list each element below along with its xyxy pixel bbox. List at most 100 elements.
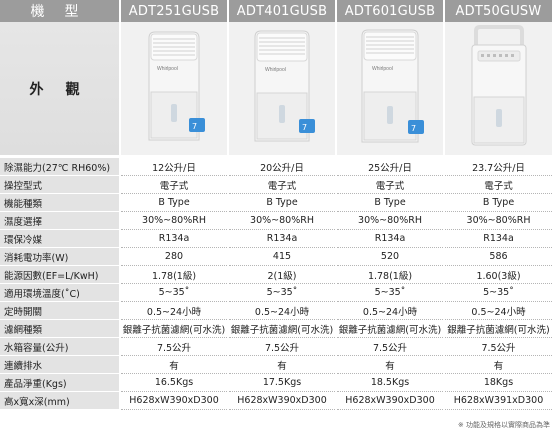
svg-text:Whirlpool: Whirlpool bbox=[372, 66, 393, 72]
svg-text:Whirlpool: Whirlpool bbox=[157, 66, 178, 72]
spec-value: 7.5公升 bbox=[443, 337, 552, 356]
spec-value: 電子式 bbox=[443, 175, 552, 194]
dehumidifier-image bbox=[471, 24, 526, 145]
spec-value: 25公升/日 bbox=[335, 156, 444, 176]
spec-value: 7.5公升 bbox=[119, 337, 228, 356]
spec-value: H628xW390xD300 bbox=[335, 391, 444, 410]
spec-label: 消耗電功率(W) bbox=[0, 247, 120, 266]
spec-label: 適用環境溫度(˚C) bbox=[0, 283, 120, 302]
spec-label: 機能種類 bbox=[0, 193, 120, 212]
spec-label: 能源因數(EF=L/KwH) bbox=[0, 265, 120, 284]
spec-value: 有 bbox=[335, 355, 444, 374]
spec-label: 連續排水 bbox=[0, 355, 120, 374]
svg-text:Whirlpool: Whirlpool bbox=[265, 67, 286, 73]
dehumidifier-image: Whirlpool 7 bbox=[148, 31, 205, 140]
spec-value: H628xW390xD300 bbox=[227, 391, 336, 410]
spec-value: H628xW390xD300 bbox=[119, 391, 228, 410]
spec-value: R134a bbox=[227, 229, 336, 248]
spec-value: B Type bbox=[227, 193, 336, 212]
appearance-row: 外觀 Whirlpool bbox=[0, 22, 552, 158]
spec-value: 5~35˚ bbox=[227, 283, 336, 302]
spec-value: B Type bbox=[335, 193, 444, 212]
spec-label: 環保冷媒 bbox=[0, 229, 120, 248]
spec-value: 0.5~24小時 bbox=[335, 301, 444, 320]
spec-value: 12公升/日 bbox=[119, 156, 228, 176]
model-name: ADT251GUSB bbox=[119, 0, 228, 22]
spec-value: 17.5Kgs bbox=[227, 373, 336, 392]
appearance-label: 外觀 bbox=[0, 22, 120, 158]
dehumidifier-image: Whirlpool 7 bbox=[254, 30, 315, 141]
spec-value: 電子式 bbox=[335, 175, 444, 194]
spec-label: 濕度選擇 bbox=[0, 211, 120, 230]
spec-value: R134a bbox=[119, 229, 228, 248]
spec-label: 產品淨重(Kgs) bbox=[0, 373, 120, 392]
spec-value: 銀離子抗菌濾網(可水洗) bbox=[119, 319, 228, 338]
spec-value: 0.5~24小時 bbox=[227, 301, 336, 320]
spec-value: 280 bbox=[119, 247, 228, 266]
spec-table: 機型 ADT251GUSB ADT401GUSB ADT601GUSB ADT5… bbox=[0, 0, 552, 410]
spec-value: 7.5公升 bbox=[227, 337, 336, 356]
spec-label: 定時開關 bbox=[0, 301, 120, 320]
spec-value: 7.5公升 bbox=[335, 337, 444, 356]
spec-row: 操控型式電子式電子式電子式電子式 bbox=[0, 175, 552, 194]
spec-value: R134a bbox=[335, 229, 444, 248]
spec-label: 水箱容量(公升) bbox=[0, 337, 120, 356]
spec-value: 18Kgs bbox=[443, 373, 552, 392]
spec-value: 有 bbox=[119, 355, 228, 374]
spec-value: 30%~80%RH bbox=[227, 211, 336, 230]
spec-value: 1.78(1級) bbox=[119, 265, 228, 284]
spec-value: 18.5Kgs bbox=[335, 373, 444, 392]
spec-value: 銀離子抗菌濾網(可水洗) bbox=[227, 319, 336, 338]
model-name: ADT401GUSB bbox=[227, 0, 336, 22]
spec-value: 0.5~24小時 bbox=[443, 301, 552, 320]
spec-value: 20公升/日 bbox=[227, 156, 336, 176]
spec-value: 有 bbox=[443, 355, 552, 374]
spec-value: 5~35˚ bbox=[335, 283, 444, 302]
badge-number: 7 bbox=[411, 124, 416, 133]
badge-number: 7 bbox=[302, 123, 307, 132]
footnote: ※ 功能及規格以實際商品為準 bbox=[457, 421, 550, 429]
spec-label: 操控型式 bbox=[0, 175, 120, 194]
spec-value: 520 bbox=[335, 247, 444, 266]
spec-row: 能源因數(EF=L/KwH)1.78(1級)2(1級)1.78(1級)1.60(… bbox=[0, 265, 552, 284]
spec-value: R134a bbox=[443, 229, 552, 248]
spec-value: 5~35˚ bbox=[119, 283, 228, 302]
spec-value: H628xW391xD300 bbox=[443, 391, 552, 410]
spec-label: 除濕能力(27℃ RH60%) bbox=[0, 156, 120, 176]
spec-value: 0.5~24小時 bbox=[119, 301, 228, 320]
spec-value: 電子式 bbox=[119, 175, 228, 194]
spec-value: 16.5Kgs bbox=[119, 373, 228, 392]
spec-value: B Type bbox=[119, 193, 228, 212]
spec-value: 30%~80%RH bbox=[119, 211, 228, 230]
spec-value: 23.7公升/日 bbox=[443, 156, 552, 176]
spec-value: 30%~80%RH bbox=[443, 211, 552, 230]
spec-value: 586 bbox=[443, 247, 552, 266]
spec-value: 有 bbox=[227, 355, 336, 374]
dehumidifier-image: Whirlpool 7 bbox=[361, 29, 424, 142]
spec-value: B Type bbox=[443, 193, 552, 212]
spec-label: 濾網種類 bbox=[0, 319, 120, 338]
product-image-cell bbox=[443, 22, 552, 158]
model-name: ADT601GUSB bbox=[335, 0, 444, 22]
product-image-cell: Whirlpool 7 bbox=[119, 22, 228, 158]
badge-number: 7 bbox=[192, 122, 197, 131]
header-row: 機型 ADT251GUSB ADT401GUSB ADT601GUSB ADT5… bbox=[0, 0, 552, 22]
product-image-cell: Whirlpool 7 bbox=[335, 22, 444, 158]
spec-value: 1.60(3級) bbox=[443, 265, 552, 284]
spec-row: 濾網種類銀離子抗菌濾網(可水洗)銀離子抗菌濾網(可水洗)銀離子抗菌濾網(可水洗)… bbox=[0, 319, 552, 338]
spec-row: 適用環境溫度(˚C)5~35˚5~35˚5~35˚5~35˚ bbox=[0, 283, 552, 302]
spec-value: 2(1級) bbox=[227, 265, 336, 284]
spec-value: 1.78(1級) bbox=[335, 265, 444, 284]
spec-value: 銀離子抗菌濾網(可水洗) bbox=[443, 319, 552, 338]
product-image-cell: Whirlpool 7 bbox=[227, 22, 336, 158]
